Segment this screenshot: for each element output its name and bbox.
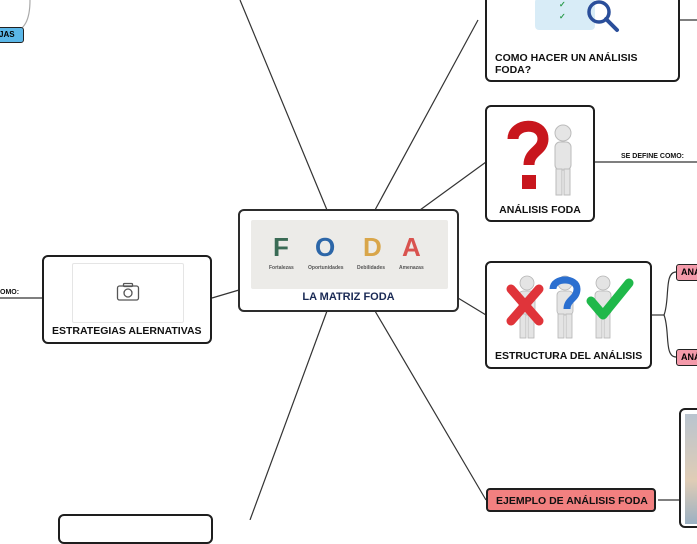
- foda-word-fortalezas: Fortalezas: [269, 265, 294, 271]
- foda-word-debilidades: Debilidades: [357, 265, 386, 271]
- mindmap-connectors: [0, 0, 697, 520]
- camera-icon: [116, 282, 140, 301]
- foda-letter-d: D: [363, 232, 382, 262]
- node-analisis-foda[interactable]: ANÁLISIS FODA: [485, 105, 595, 222]
- node-estructura[interactable]: ESTRUCTURA DEL ANÁLISIS: [485, 261, 652, 369]
- central-title: LA MATRIZ FODA: [302, 291, 395, 303]
- node-ejemplo-label: EJEMPLO DE ANÁLISIS FODA: [496, 495, 648, 507]
- node-right-image[interactable]: [679, 408, 697, 528]
- central-topic[interactable]: F O D A Fortalezas Oportunidades Debilid…: [238, 209, 459, 312]
- right-photo: [685, 414, 697, 524]
- question-mark-icon: [507, 120, 572, 196]
- node-bottom-left[interactable]: [58, 514, 213, 544]
- foda-image: F O D A Fortalezas Oportunidades Debilid…: [251, 220, 448, 289]
- foda-letter-o: O: [315, 232, 336, 262]
- node-estructura-label: ESTRUCTURA DEL ANÁLISIS: [495, 350, 643, 362]
- figures-image: [506, 275, 634, 339]
- image-placeholder: [72, 263, 184, 323]
- foda-letter-a: A: [402, 232, 421, 262]
- foda-word-amenazas: Amenazas: [399, 265, 424, 271]
- foda-word-oportunidades: Oportunidades: [308, 265, 344, 271]
- tag-left-como: OMO:: [0, 289, 20, 296]
- magnifier-icon: [587, 0, 619, 32]
- foda-letter-f: F: [273, 232, 289, 262]
- magnifier-image: ✓ ✓: [527, 0, 627, 38]
- node-como-hacer[interactable]: ✓ ✓ COMO HACER UN ANÁLISIS FODA?: [485, 0, 680, 82]
- pill-analisis-2[interactable]: ANÁ: [676, 349, 697, 366]
- tag-se-define: SE DEFINE COMO:: [621, 153, 685, 160]
- top-left-badge[interactable]: JAS: [0, 27, 24, 43]
- node-como-hacer-label: COMO HACER UN ANÁLISIS FODA?: [495, 52, 638, 76]
- pill-analisis-1[interactable]: ANÁ: [676, 264, 697, 281]
- node-ejemplo[interactable]: EJEMPLO DE ANÁLISIS FODA: [486, 488, 656, 512]
- node-analisis-foda-label: ANÁLISIS FODA: [499, 204, 581, 216]
- node-estrategias[interactable]: ESTRATEGIAS ALERNATIVAS: [42, 255, 212, 344]
- node-estrategias-label: ESTRATEGIAS ALERNATIVAS: [52, 325, 202, 337]
